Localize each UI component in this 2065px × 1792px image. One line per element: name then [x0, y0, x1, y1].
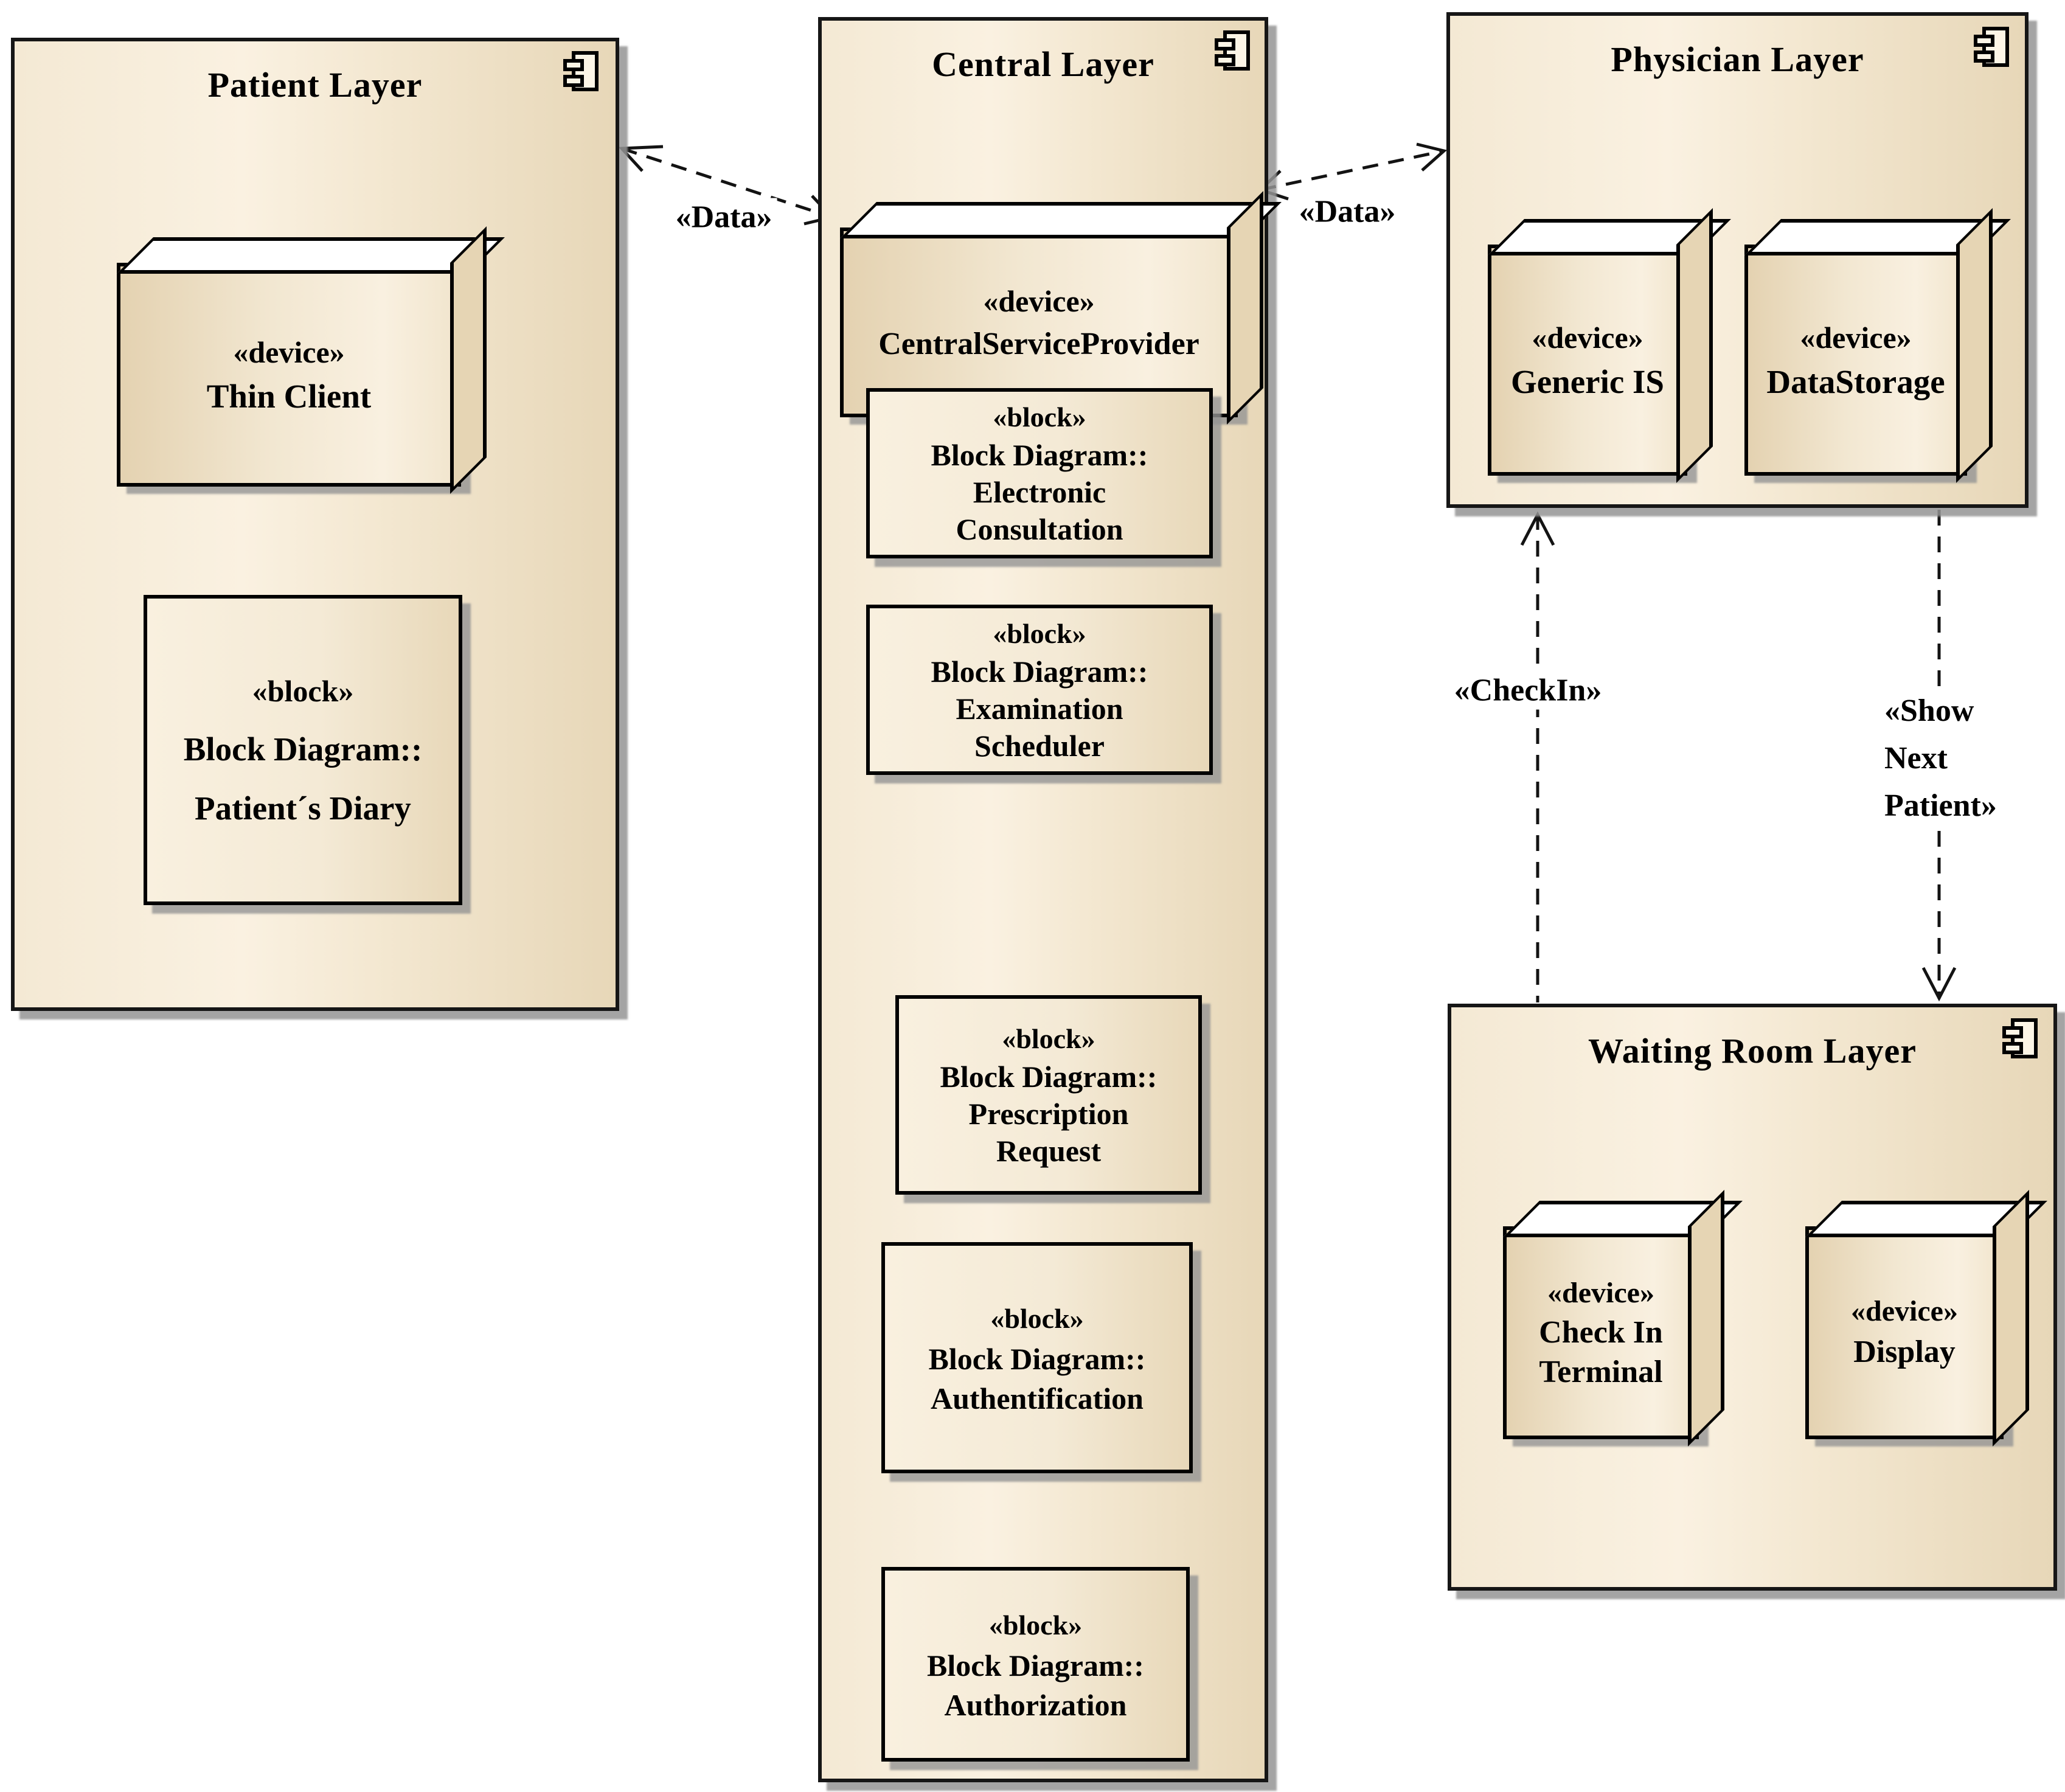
device-stereotype: «device»: [983, 283, 1095, 318]
label-data-left[interactable]: «Data»: [670, 198, 777, 237]
device-generic-is[interactable]: «device» Generic IS: [1488, 245, 1687, 476]
block-authorization[interactable]: «block» Block Diagram:: Authorization: [881, 1567, 1190, 1762]
device-thin-client[interactable]: «device» Thin Client: [117, 263, 461, 487]
block-name: Block Diagram:: Patient´s Diary: [183, 731, 423, 827]
package-title: Patient Layer: [207, 65, 423, 105]
label-checkin[interactable]: «CheckIn»: [1449, 671, 1607, 710]
device-stereotype: «device»: [1800, 320, 1912, 355]
label-show-next-patient[interactable]: «Show Next Patient»: [1879, 686, 2002, 831]
device-name: Generic IS: [1510, 363, 1665, 401]
device-name: Check In Terminal: [1539, 1315, 1663, 1390]
package-title: Central Layer: [932, 44, 1154, 84]
device-data-storage[interactable]: «device» DataStorage: [1744, 245, 1967, 476]
block-stereotype: «block»: [993, 401, 1086, 433]
connector-data-right[interactable]: [1257, 142, 1448, 201]
block-stereotype: «block»: [1002, 1023, 1095, 1055]
device-stereotype: «device»: [1547, 1276, 1654, 1309]
device-name: Display: [1853, 1335, 1956, 1370]
package-physician-layer[interactable]: Physician Layer «device» Generic IS «dev…: [1446, 12, 2029, 508]
package-title: Waiting Room Layer: [1588, 1031, 1917, 1071]
package-central-layer[interactable]: Central Layer «device» CentralServicePro…: [818, 17, 1268, 1782]
connector-checkin[interactable]: [1520, 511, 1555, 1002]
block-stereotype: «block»: [988, 1609, 1083, 1641]
block-name: Block Diagram:: Electronic Consultation: [931, 437, 1148, 546]
device-display[interactable]: «device» Display: [1805, 1226, 2004, 1439]
block-name: Block Diagram:: Prescription Request: [940, 1059, 1157, 1168]
block-stereotype: «block»: [252, 674, 354, 709]
block-electronic-consultation[interactable]: «block» Block Diagram:: Electronic Consu…: [866, 388, 1213, 558]
package-waiting-room-layer[interactable]: Waiting Room Layer «device» Check In Ter…: [1448, 1004, 2057, 1591]
uml-component-icon: [2002, 1018, 2038, 1058]
block-name: Block Diagram:: Authorization: [927, 1648, 1144, 1722]
block-stereotype: «block»: [993, 618, 1086, 650]
device-stereotype: «device»: [1851, 1294, 1958, 1327]
device-check-in-terminal[interactable]: «device» Check In Terminal: [1503, 1226, 1699, 1439]
device-name: CentralServiceProvider: [878, 327, 1199, 362]
label-data-right[interactable]: «Data»: [1294, 192, 1401, 231]
block-name: Block Diagram:: Examination Scheduler: [931, 654, 1148, 763]
block-stereotype: «block»: [990, 1302, 1084, 1334]
device-stereotype: «device»: [1532, 320, 1643, 355]
package-patient-layer[interactable]: Patient Layer «device» Thin Client «bloc…: [11, 38, 619, 1011]
device-stereotype: «device»: [233, 335, 345, 369]
block-name: Block Diagram:: Authentification: [928, 1341, 1146, 1415]
block-examination-scheduler[interactable]: «block» Block Diagram:: Examination Sche…: [866, 605, 1213, 775]
package-title: Physician Layer: [1611, 40, 1864, 79]
device-name: Thin Client: [206, 378, 372, 415]
device-name: DataStorage: [1766, 363, 1945, 401]
block-patients-diary[interactable]: «block» Block Diagram:: Patient´s Diary: [144, 595, 462, 905]
uml-component-icon: [563, 51, 599, 91]
uml-component-icon: [1974, 27, 2009, 67]
uml-component-icon: [1215, 30, 1250, 71]
block-authentification[interactable]: «block» Block Diagram:: Authentification: [881, 1242, 1193, 1473]
block-prescription-request[interactable]: «block» Block Diagram:: Prescription Req…: [895, 995, 1202, 1195]
